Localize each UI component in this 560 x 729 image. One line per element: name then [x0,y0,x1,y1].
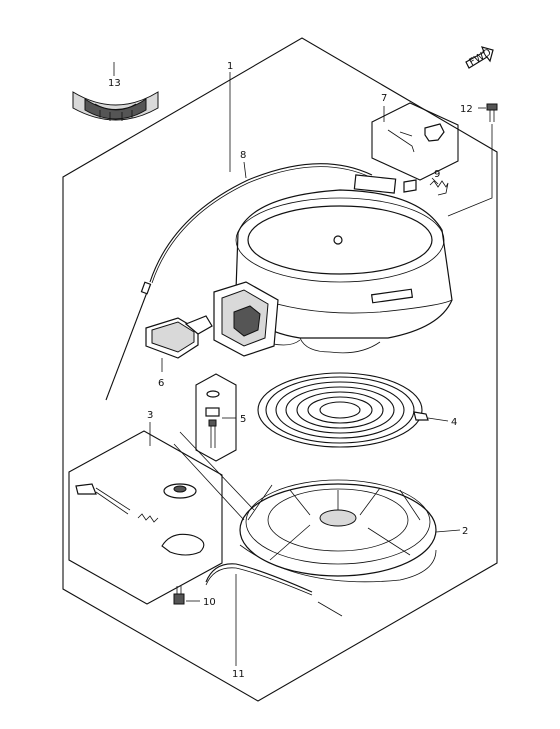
callout-9: 9 [434,169,440,180]
callout-8: 8 [240,150,246,161]
handle-part-6 [145,315,213,359]
rope-part-11 [205,563,313,593]
part-3-components [75,483,205,556]
cable-part-8 [149,163,373,283]
callout-5: 5 [240,414,246,425]
callout-10: 10 [203,597,216,608]
bolt-part-12 [486,103,498,122]
rope-guide [213,281,279,357]
assembly-outline [62,37,498,702]
bolt-part-10 [173,586,185,605]
decal-part-13 [72,91,159,121]
callout-4: 4 [451,417,457,428]
part-3-inset-box [68,430,223,605]
callout-13: 13 [108,78,121,89]
callout-labels: 1 2 3 4 5 6 7 8 9 10 11 12 13 [108,61,473,680]
callout-12: 12 [460,104,473,115]
leader-12-vertical [447,124,493,217]
reel-part-2 [239,479,437,583]
spring-part-9 [429,180,449,196]
leader-lines [113,62,486,666]
part-5-inset-box [195,373,237,462]
callout-11: 11 [232,669,245,680]
callout-3: 3 [147,410,153,421]
bolt-part-5 [205,390,220,448]
fwd-arrow-icon: FWD [465,46,494,69]
callout-2: 2 [462,526,468,537]
callout-7: 7 [381,93,387,104]
callout-1: 1 [227,61,233,72]
recoil-spring-part-4 [257,372,429,448]
callout-6: 6 [158,378,164,389]
part-7-bracket [387,123,445,153]
cable-end-part-8 [105,286,150,401]
part-7-inset-box [371,102,459,181]
